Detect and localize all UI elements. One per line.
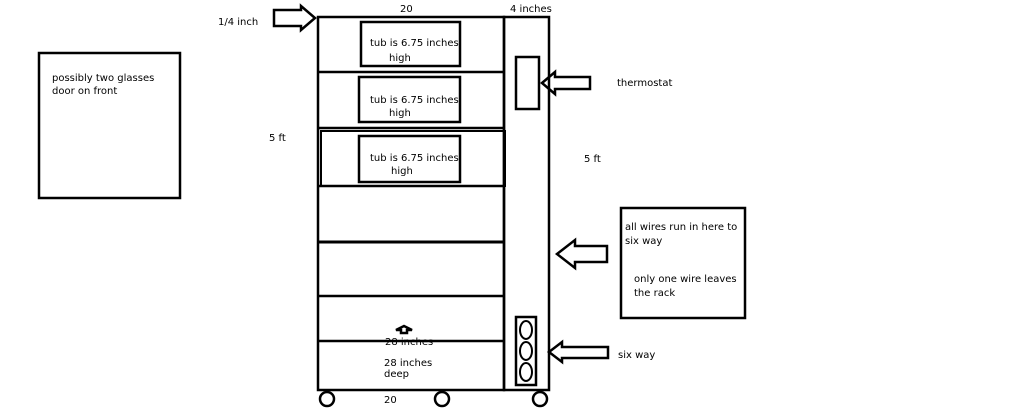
wheel-icon <box>531 390 549 408</box>
door-note-line2: door on front <box>52 86 117 97</box>
tub-2-line2: high <box>389 108 411 119</box>
tub-3-line2: high <box>391 166 413 177</box>
height-left-label: 5 ft <box>269 133 286 144</box>
tub-3-line1: tub is 6.75 inches <box>370 153 459 164</box>
wires-arrow-icon <box>554 237 609 271</box>
quarter-inch-label: 1/4 inch <box>218 17 258 28</box>
door-note-box <box>37 51 182 200</box>
wires-note-line3: only one wire leaves <box>634 274 737 285</box>
quarter-inch-arrow-icon <box>272 3 317 33</box>
outlet-sockets-icon <box>519 320 533 382</box>
thermostat-box <box>514 55 541 111</box>
tub-1-line1: tub is 6.75 inches <box>370 38 459 49</box>
side-column <box>502 15 551 392</box>
height-right-label: 5 ft <box>584 154 601 165</box>
shelves <box>318 70 504 343</box>
tub-box <box>357 134 462 184</box>
six-way-arrow-icon <box>546 339 610 365</box>
shelf-bay-outline <box>320 130 506 187</box>
wires-note-line1: all wires run in here to <box>625 222 737 233</box>
six-way-label: six way <box>618 350 655 361</box>
six-way-outlet <box>514 315 538 387</box>
tub-1-line2: high <box>389 53 411 64</box>
bottom-width-label: 20 <box>384 395 397 406</box>
thermostat-label: thermostat <box>617 78 672 89</box>
depth-line1: 28 inches <box>384 358 432 369</box>
side-width-label: 4 inches <box>510 4 552 15</box>
tub-box <box>357 75 462 124</box>
tub-2-line1: tub is 6.75 inches <box>370 95 459 106</box>
tub-box <box>359 20 462 68</box>
depth-line2: deep <box>384 369 409 380</box>
wires-note-box <box>619 206 747 320</box>
depth-overlap-text: 28 inches <box>385 337 433 348</box>
wheel-icon <box>433 390 451 408</box>
thermostat-arrow-icon <box>540 69 592 97</box>
wires-note-line2: six way <box>625 236 662 247</box>
door-note-line1: possibly two glasses <box>52 73 154 84</box>
top-width-label: 20 <box>400 4 413 15</box>
wires-note-line4: the rack <box>634 288 675 299</box>
depth-arrow-icon <box>395 324 413 335</box>
wheel-icon <box>318 390 336 408</box>
